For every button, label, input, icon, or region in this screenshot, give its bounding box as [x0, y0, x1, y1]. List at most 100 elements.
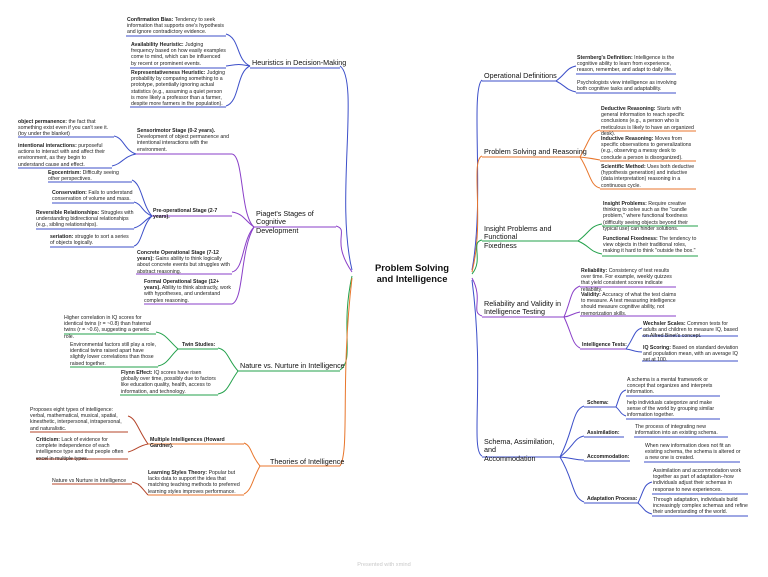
scientific-desc: Uses both deductive (hypothesis generati…: [601, 164, 695, 189]
branch-insight[interactable]: Insight Problems and Functional Fixednes…: [484, 224, 578, 250]
node-iq-scoring[interactable]: IQ Scoring: Based on standard deviation …: [643, 345, 739, 364]
edge-operational-sternberg: [555, 65, 577, 82]
node-intentional-interactions[interactable]: intentional interactions: purposeful act…: [18, 143, 112, 168]
proposes-desc: Proposes eight types of intelligence: ve…: [30, 407, 122, 432]
node-assimilation-definition[interactable]: The process of integrating new informati…: [635, 424, 729, 436]
edge-piaget-sensorimotor: [231, 153, 255, 228]
branch-piaget[interactable]: Piaget's Stages of Cognitive Development: [256, 209, 340, 235]
node-validity[interactable]: Validity: Accuracy of what the test clai…: [581, 292, 677, 317]
preop-label: Pre-operational Stage (2-7 years).: [153, 208, 218, 221]
edge-reliability-validity: [563, 311, 581, 318]
node-reversible-relationships[interactable]: Reversible Relationships: Struggles with…: [36, 210, 134, 229]
formal-desc: Ability to think abstractly, work with h…: [144, 285, 231, 304]
edge-heuristics-representativeness: [225, 65, 251, 107]
edge-twin-env: [157, 348, 179, 367]
node-conservation[interactable]: Conservation: Fails to understand conser…: [52, 190, 134, 202]
edge-center-heuristics: [339, 65, 353, 271]
edge-schema-schema: [559, 405, 585, 458]
egocentrism-desc: Difficulty seeing other perspectives.: [48, 170, 119, 183]
reliability-line1: Reliability and Validity in: [484, 299, 561, 308]
branch-operational[interactable]: Operational Definitions: [484, 71, 557, 80]
edge-insight-fixedness: [577, 240, 603, 255]
node-twin-environmental[interactable]: Environmental factors still play a role,…: [70, 342, 160, 367]
edge-piaget-preop: [231, 211, 255, 228]
node-assimilation-label[interactable]: Assimilation:: [587, 430, 620, 436]
node-concrete-operational[interactable]: Concrete Operational Stage (7-12 years):…: [137, 250, 233, 275]
node-schema-label[interactable]: Schema:: [587, 400, 609, 406]
deductive-desc: Starts with general information to reach…: [601, 106, 694, 137]
reversible-desc: Struggles with understanding bidirection…: [36, 210, 134, 229]
node-representativeness-heuristic[interactable]: Representativeness Heuristic: Judging pr…: [131, 70, 227, 107]
edge-heuristics-availability: [225, 64, 251, 67]
conservation-term: Conservation:: [52, 190, 87, 196]
edge-adaptation-2: [637, 502, 653, 515]
node-preoperational[interactable]: Pre-operational Stage (2-7 years).: [153, 208, 235, 220]
node-twin-correlation[interactable]: Higher correlation in IQ scores for iden…: [64, 315, 158, 340]
reliability-desc: Consistency of test results over time. F…: [581, 268, 672, 293]
node-formal-operational[interactable]: Formal Operational Stage (12+ years). Ab…: [144, 279, 234, 304]
branch-nature-nurture[interactable]: Nature vs. Nurture in Intelligence: [240, 361, 345, 370]
node-inductive[interactable]: Inductive Reasoning: Moves from specific…: [601, 136, 697, 161]
edge-twin-high: [155, 331, 179, 350]
deductive-term: Deductive Reasoning:: [601, 106, 656, 112]
central-topic[interactable]: Problem Solving and Intelligence: [352, 262, 472, 284]
scientific-term: Scientific Method:: [601, 164, 646, 170]
edge-preop-egocentrism: [131, 179, 153, 217]
node-functional-fixedness[interactable]: Functional Fixedness: The tendency to vi…: [603, 236, 699, 255]
availability-desc: Judging frequency based on how easily ex…: [131, 42, 226, 67]
node-twin-studies[interactable]: Twin Studies:: [182, 342, 215, 348]
edge-insight-insight: [577, 223, 603, 242]
node-nature-vs-nurture[interactable]: Nature vs Nurture in Intelligence: [52, 478, 134, 484]
node-sternberg[interactable]: Sternberg's Definition: Intelligence is …: [577, 55, 677, 74]
node-schema-help[interactable]: help individuals categorize and make sen…: [627, 400, 721, 419]
reversible-term: Reversible Relationships:: [36, 210, 100, 216]
node-scientific-method[interactable]: Scientific Method: Uses both deductive (…: [601, 164, 697, 189]
node-availability-heuristic[interactable]: Availability Heuristic: Judging frequenc…: [131, 42, 227, 67]
node-sensorimotor[interactable]: Sensorimotor Stage (0-2 years). Developm…: [137, 128, 233, 153]
adaptation-1-desc: Assimilation and accommodation work toge…: [653, 468, 742, 493]
schema-label: Schema:: [587, 400, 609, 406]
branch-schema[interactable]: Schema, Assimilation, and Accommodation: [484, 437, 568, 463]
node-learning-styles[interactable]: Learning Styles Theory: Popular but lack…: [148, 470, 246, 495]
branch-reasoning[interactable]: Problem Solving and Reasoning: [484, 147, 587, 156]
sternberg-desc: Intelligence is the cognitive ability to…: [577, 55, 675, 74]
node-insight-problems[interactable]: Insight Problems: Require creative think…: [603, 201, 699, 232]
branch-theories[interactable]: Theories of Intelligence: [270, 457, 345, 466]
reliability-line2: Intelligence Testing: [484, 307, 546, 317]
node-object-permanence[interactable]: object permanence: the fact that somethi…: [18, 119, 114, 138]
edge-adaptation-1: [637, 481, 653, 504]
branch-heuristics[interactable]: Heuristics in Decision-Making: [252, 58, 347, 67]
node-multiple-intelligences[interactable]: Multiple Intelligences (Howard Gardner).: [150, 437, 246, 449]
insight-line2: Fixedness: [484, 240, 517, 250]
node-wechsler[interactable]: Wechsler Scales: Common tests for adults…: [643, 321, 739, 340]
node-seriation[interactable]: seriation: struggle to sort a series of …: [50, 234, 134, 246]
edge-iq-scoring: [625, 348, 643, 353]
criticism-term: Criticism:: [36, 437, 60, 443]
central-topic-line1: Problem Solving: [375, 262, 449, 273]
assimilation-label: Assimilation:: [587, 430, 620, 436]
node-reliability[interactable]: Reliability: Consistency of test results…: [581, 268, 677, 293]
sensorimotor-term: Sensorimotor Stage (0-2 years).: [137, 128, 216, 134]
node-deductive[interactable]: Deductive Reasoning: Starts with general…: [601, 106, 697, 137]
node-flynn-effect[interactable]: Flynn Effect: IQ scores have risen globa…: [121, 370, 219, 395]
inductive-term: Inductive Reasoning:: [601, 136, 654, 142]
edge-heuristics-confirmation: [225, 33, 251, 67]
branch-reliability[interactable]: Reliability and Validity in Intelligence…: [484, 299, 568, 317]
iq-tests-label: Intelligence Tests:: [582, 342, 627, 348]
node-proposes-eight[interactable]: Proposes eight types of intelligence: ve…: [30, 407, 128, 432]
inductive-desc: Moves from specific observations to gene…: [601, 136, 692, 161]
node-intelligence-tests[interactable]: Intelligence Tests:: [582, 342, 627, 348]
node-criticism[interactable]: Criticism: Lack of evidence for complete…: [36, 437, 128, 462]
node-accommodation-definition[interactable]: When new information does not fit an exi…: [645, 443, 741, 462]
edge-reasoning-scientific: [579, 156, 601, 189]
accommodation-label: Accommodation:: [587, 454, 630, 460]
node-egocentrism[interactable]: Egocentrism: Difficulty seeing other per…: [48, 170, 132, 182]
node-adaptation-1[interactable]: Assimilation and accommodation work toge…: [653, 468, 749, 493]
node-accommodation-label[interactable]: Accommodation:: [587, 454, 629, 460]
adaptation-2-desc: Through adaptation, individuals build in…: [653, 497, 748, 516]
node-adaptation-label[interactable]: Adaptation Process:: [587, 496, 637, 502]
node-confirmation-bias[interactable]: Confirmation Bias: Tendency to seek info…: [127, 17, 227, 36]
node-adaptation-2[interactable]: Through adaptation, individuals build in…: [653, 497, 749, 516]
node-psychologists-view[interactable]: Psychologists view intelligence as invol…: [577, 80, 677, 92]
node-schema-definition[interactable]: A schema is a mental framework or concep…: [627, 377, 721, 396]
